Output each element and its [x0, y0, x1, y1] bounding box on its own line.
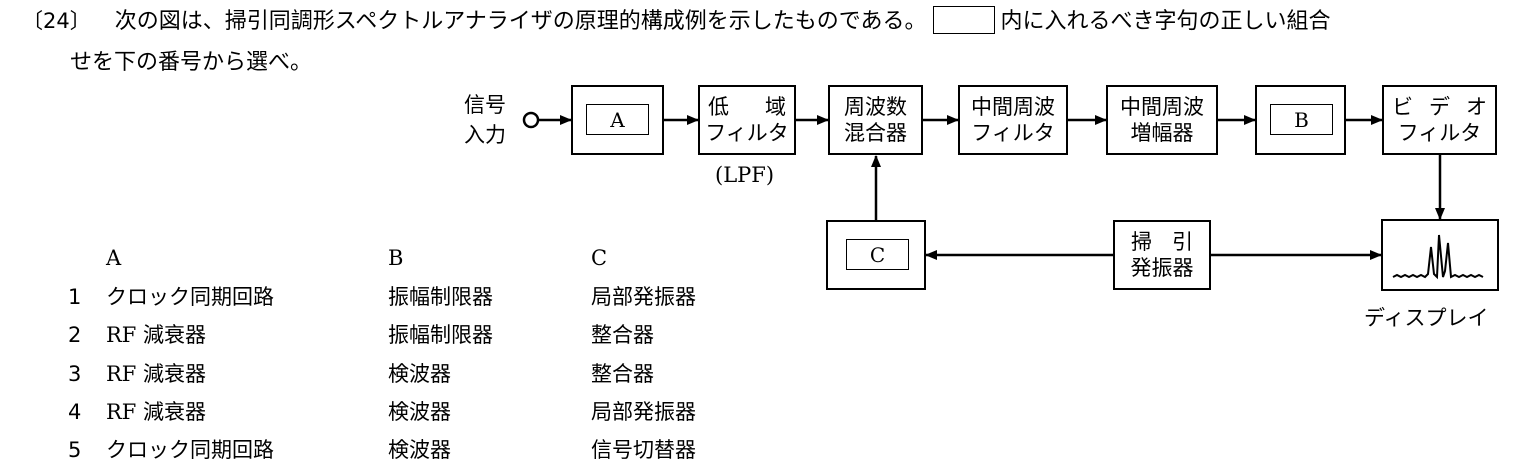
choice-b: 検波器 [388, 362, 451, 386]
question-line-1: 〔24〕次の図は、掃引同調形スペクトルアナライザの原理的構成例を示したものである… [22, 6, 1331, 35]
choice-number: 4 [68, 400, 82, 424]
choice-b: 振幅制限器 [388, 323, 493, 347]
choice-c: 整合器 [591, 323, 654, 347]
choice-number: 5 [68, 438, 82, 462]
answer-blank-box [932, 6, 995, 34]
col-header-a: A [106, 246, 122, 270]
sweep-label-line-1: 掃 引 [1115, 229, 1209, 255]
block-sweep-oscillator: 掃 引 発振器 [1113, 220, 1211, 290]
lpf-label-line-2: フィルタ [705, 121, 789, 145]
lpf-char-2: 域 [765, 95, 786, 119]
blank-c: C [846, 239, 909, 270]
block-mixer: 周波数 混合器 [828, 85, 923, 155]
choice-number: 3 [68, 362, 82, 386]
sweep-label-line-2: 発振器 [1130, 256, 1194, 280]
choice-a: RF 減衰器 [106, 400, 207, 424]
choice-c: 局部発振器 [591, 400, 696, 424]
block-display [1381, 219, 1499, 291]
block-if-filter: 中間周波 フィルタ [958, 85, 1068, 155]
block-lpf: 低 域 フィルタ [698, 85, 796, 155]
choice-c: 信号切替器 [591, 438, 696, 462]
input-terminal-icon [522, 111, 540, 129]
blank-a: A [586, 104, 649, 135]
if-amp-label-line-2: 増幅器 [1130, 121, 1194, 145]
mixer-label-line-1: 周波数 [844, 95, 907, 119]
if-filter-label-line-1: 中間周波 [971, 95, 1055, 119]
col-header-b: B [388, 246, 404, 270]
sweep-char-2: 引 [1172, 230, 1193, 254]
choice-a: RF 減衰器 [106, 362, 207, 386]
video-label-line-1: ビ デ オ [1384, 94, 1495, 120]
blank-b: B [1270, 104, 1333, 135]
signal-input-label-line-1: 信号 [464, 93, 506, 117]
choice-c: 局部発振器 [591, 285, 696, 309]
sweep-char-1: 掃 [1131, 230, 1152, 254]
block-video-filter: ビ デ オ フィルタ [1382, 85, 1497, 155]
question-number: 〔24〕 [22, 9, 91, 33]
question-text-before: 次の図は、掃引同調形スペクトルアナライザの原理的構成例を示したものである。 [114, 9, 927, 34]
spectrum-trace-icon [1392, 234, 1484, 280]
display-label: ディスプレイ [1364, 306, 1489, 330]
col-header-c: C [591, 246, 608, 270]
block-if-amplifier: 中間周波 増幅器 [1106, 85, 1218, 155]
choice-number: 1 [68, 285, 82, 309]
signal-input-label-line-2: 入力 [464, 123, 506, 147]
lpf-char-1: 低 [708, 95, 729, 119]
block-a: A [571, 85, 664, 155]
if-amp-label-line-1: 中間周波 [1120, 95, 1204, 119]
mixer-label-line-2: 混合器 [844, 121, 907, 145]
choice-b: 検波器 [388, 438, 451, 462]
choice-number: 2 [68, 323, 82, 347]
choice-b: 検波器 [388, 400, 451, 424]
choice-a: クロック同期回路 [106, 438, 274, 462]
lpf-note: (LPF) [715, 163, 775, 187]
choice-a: RF 減衰器 [106, 323, 207, 347]
block-c: C [826, 220, 926, 290]
block-b: B [1255, 85, 1346, 155]
choice-c: 整合器 [591, 362, 654, 386]
lpf-label-line-1: 低 域 [700, 94, 794, 120]
question-text-after: 内に入れるべき字句の正しい組合 [1000, 9, 1331, 34]
video-char-2: デ [1429, 95, 1450, 119]
video-char-3: オ [1466, 95, 1487, 119]
choice-a: クロック同期回路 [106, 285, 274, 309]
question-line-2: せを下の番号から選べ。 [70, 50, 313, 75]
choice-b: 振幅制限器 [388, 285, 493, 309]
if-filter-label-line-2: フィルタ [971, 121, 1055, 145]
video-char-1: ビ [1392, 95, 1413, 119]
video-label-line-2: フィルタ [1397, 121, 1482, 145]
